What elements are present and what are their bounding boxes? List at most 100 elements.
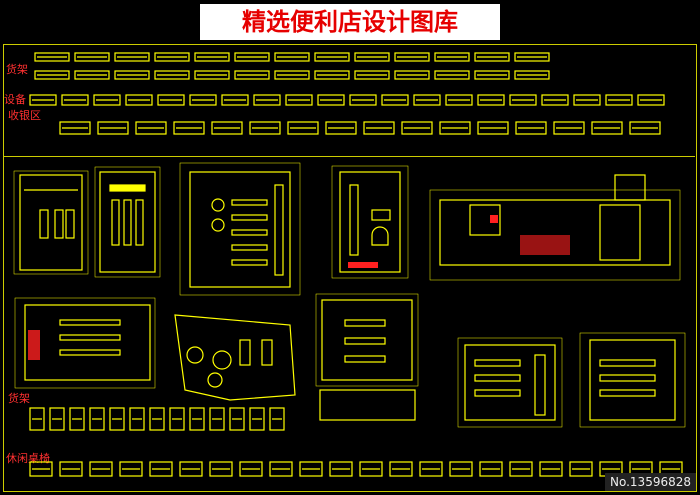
checkout-block: [173, 121, 205, 135]
drawing-sheet-frame: [3, 44, 697, 492]
shelf-elevation: [234, 52, 270, 62]
section-label-shelves: 货架: [6, 63, 28, 76]
shelf-detail: [69, 407, 85, 431]
equipment-block: [93, 94, 121, 106]
floor-plan-10: [579, 332, 686, 428]
floor-plan-4: [331, 165, 409, 279]
shelf-elevation: [434, 52, 470, 62]
lounge-furniture: [389, 461, 413, 477]
shelf-elevation: [514, 70, 550, 80]
shelf-elevation: [154, 52, 190, 62]
equipment-block: [221, 94, 249, 106]
checkout-block: [211, 121, 243, 135]
lounge-furniture: [509, 461, 533, 477]
shelf-elevation: [514, 52, 550, 62]
equipment-block: [125, 94, 153, 106]
checkout-block: [97, 121, 129, 135]
shelf-elevation: [234, 70, 270, 80]
equipment-block: [637, 94, 665, 106]
shelf-elevation: [394, 52, 430, 62]
shelf-elevations-row-2: [34, 70, 550, 80]
shelf-detail: [229, 407, 245, 431]
equipment-block: [541, 94, 569, 106]
floor-plan-3: [179, 162, 301, 296]
lounge-furniture: [269, 461, 293, 477]
checkout-block: [515, 121, 547, 135]
lounge-furniture: [539, 461, 563, 477]
checkout-block: [553, 121, 585, 135]
checkout-block: [363, 121, 395, 135]
floor-plan-9: [457, 337, 563, 428]
shelf-elevation: [194, 70, 230, 80]
checkout-block: [59, 121, 91, 135]
checkout-block: [287, 121, 319, 135]
lounge-furniture: [449, 461, 473, 477]
shelf-elevation: [274, 70, 310, 80]
lounge-furniture: [59, 461, 83, 477]
equipment-block: [413, 94, 441, 106]
checkout-block: [325, 121, 357, 135]
shelf-detail: [169, 407, 185, 431]
shelf-elevation: [474, 70, 510, 80]
shelf-elevation: [34, 70, 70, 80]
checkout-block: [135, 121, 167, 135]
shelf-detail-row: [29, 407, 285, 431]
shelf-detail: [189, 407, 205, 431]
lounge-furniture: [419, 461, 443, 477]
lounge-furniture: [29, 461, 53, 477]
lounge-furniture: [479, 461, 503, 477]
lounge-furniture: [149, 461, 173, 477]
lounge-furniture: [569, 461, 593, 477]
shelf-elevation: [194, 52, 230, 62]
lounge-furniture: [359, 461, 383, 477]
shelf-elevation: [434, 70, 470, 80]
equipment-block: [573, 94, 601, 106]
equipment-block: [189, 94, 217, 106]
shelf-elevation: [114, 52, 150, 62]
equipment-block: [157, 94, 185, 106]
equipment-block: [381, 94, 409, 106]
section-label-equipment: 设备: [4, 93, 26, 106]
section-label-checkout: 收银区: [8, 109, 41, 122]
shelf-elevation: [114, 70, 150, 80]
lounge-furniture: [209, 461, 233, 477]
floor-plan-6: [14, 297, 156, 389]
shelf-elevation: [74, 70, 110, 80]
lounge-furniture: [179, 461, 203, 477]
shelf-detail: [269, 407, 285, 431]
equipment-block: [253, 94, 281, 106]
floor-plan-1: [13, 170, 89, 275]
shelf-detail: [109, 407, 125, 431]
checkout-row: [59, 121, 661, 135]
shelf-elevations-row-1: [34, 52, 550, 62]
checkout-block: [401, 121, 433, 135]
lounge-furniture: [299, 461, 323, 477]
floor-plan-7: [174, 314, 296, 401]
shelf-detail: [129, 407, 145, 431]
shelf-elevation: [354, 52, 390, 62]
equipment-block: [29, 94, 57, 106]
checkout-block: [477, 121, 509, 135]
equipment-block: [285, 94, 313, 106]
lounge-furniture: [239, 461, 263, 477]
equipment-block: [61, 94, 89, 106]
floor-plan-5: [429, 174, 681, 281]
shelf-detail: [29, 407, 45, 431]
shelf-elevation: [34, 52, 70, 62]
equipment-block: [317, 94, 345, 106]
equipment-block: [349, 94, 377, 106]
section-divider: [3, 156, 695, 157]
shelf-detail: [149, 407, 165, 431]
page-title: 精选便利店设计图库: [200, 4, 500, 40]
equipment-row: [29, 94, 665, 106]
equipment-block: [605, 94, 633, 106]
equipment-block: [477, 94, 505, 106]
checkout-block: [439, 121, 471, 135]
shelf-elevation: [394, 70, 430, 80]
shelf-elevation: [314, 70, 350, 80]
checkout-block: [591, 121, 623, 135]
checkout-block: [249, 121, 281, 135]
shelf-elevation: [474, 52, 510, 62]
shelf-elevation: [74, 52, 110, 62]
